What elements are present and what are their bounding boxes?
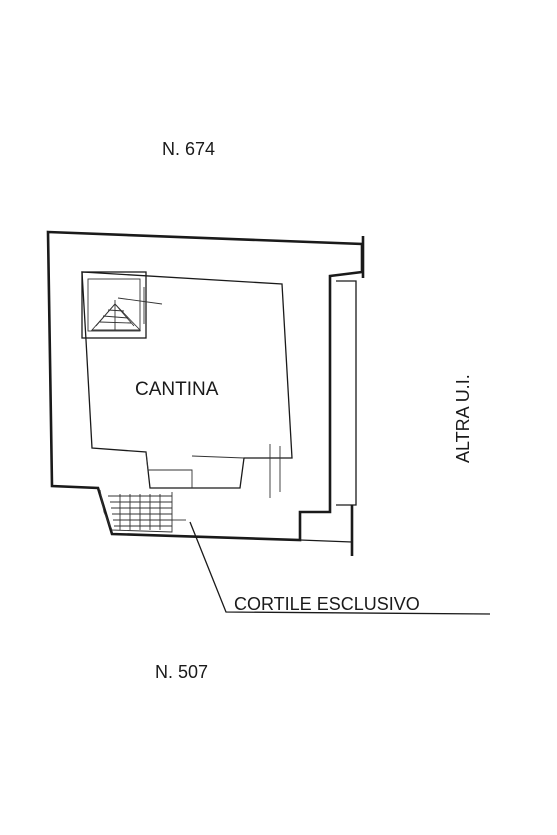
parcel-north-label: N. 674: [162, 139, 215, 159]
courtyard-label: CORTILE ESCLUSIVO: [234, 594, 420, 614]
adjacent-unit-label: ALTRA U.I.: [453, 374, 473, 463]
courtyard-stair: [99, 489, 186, 533]
room-label: CANTINA: [135, 379, 219, 400]
parcel-south-label: N. 507: [155, 662, 208, 682]
courtyard-leader: [189, 521, 491, 615]
cantina-room-walls: [81, 271, 293, 498]
outer-walls: [46, 230, 365, 556]
spiral-stair: [81, 271, 163, 339]
